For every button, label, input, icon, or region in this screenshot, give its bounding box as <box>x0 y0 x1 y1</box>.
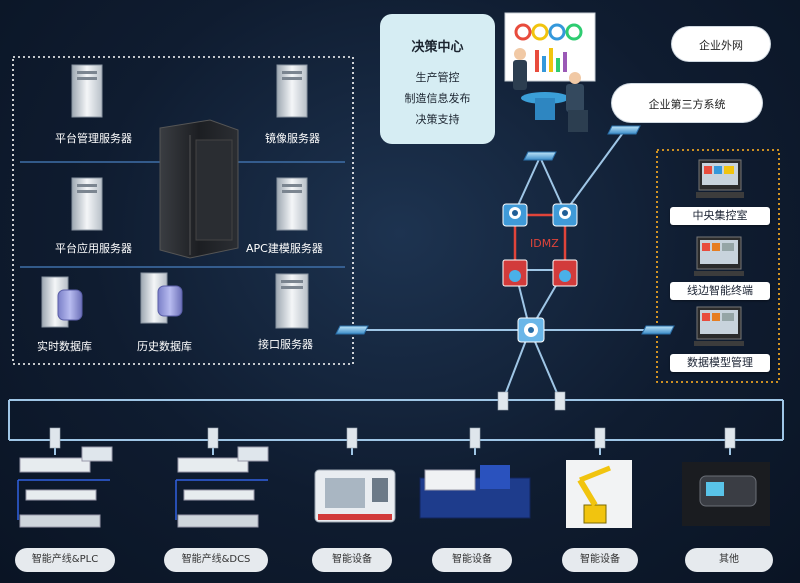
network-links <box>8 129 784 455</box>
device-label-smart-2: 智能设备 <box>432 548 512 572</box>
third-party-label: 企业第三方系统 <box>648 98 726 111</box>
server-icon <box>71 177 103 231</box>
plc-line-illustration <box>17 446 113 528</box>
dcs-line-illustration <box>175 446 269 528</box>
other-device-illustration <box>682 462 770 526</box>
gateway-icons <box>49 391 736 449</box>
third-party-cloud: 企业第三方系统 <box>612 84 762 122</box>
injection-machine-illustration <box>419 465 531 519</box>
server-label: 实时数据库 <box>37 340 92 353</box>
server-label: APC建模服务器 <box>246 242 323 255</box>
data-model-label: 数据模型管理 <box>670 354 770 372</box>
meeting-illustration <box>504 12 596 132</box>
device-label-plc: 智能产线&PLC <box>15 548 115 572</box>
decision-center-line: 制造信息发布 <box>404 92 471 105</box>
external-network-label: 企业外网 <box>699 39 743 52</box>
line-terminal-label: 线边智能终端 <box>670 282 770 300</box>
switch-icon <box>641 325 675 335</box>
switch-icon <box>335 325 369 335</box>
decision-center-panel: 决策中心 生产管控 制造信息发布 决策支持 <box>380 14 495 144</box>
external-network-cloud: 企业外网 <box>672 27 770 61</box>
monitor-icon <box>694 236 744 276</box>
server-icon <box>276 177 308 231</box>
dmz-label: IDMZ <box>530 237 559 250</box>
router-icon <box>502 259 528 287</box>
firewall-icon <box>552 203 578 227</box>
firewall-icon <box>502 203 528 227</box>
decision-center-title: 决策中心 <box>411 40 464 55</box>
server-label: 接口服务器 <box>258 338 313 351</box>
cnc-machine-illustration <box>314 469 396 523</box>
device-label-other: 其他 <box>685 548 773 572</box>
decision-center-line: 决策支持 <box>415 113 460 126</box>
server-label: 镜像服务器 <box>265 132 320 145</box>
server-label: 平台应用服务器 <box>55 242 132 255</box>
server-icon <box>275 273 309 329</box>
database-server-icon <box>140 272 183 324</box>
device-label-dcs: 智能产线&DCS <box>164 548 268 572</box>
device-label-smart-3: 智能设备 <box>562 548 638 572</box>
switch-icon <box>523 151 557 161</box>
server-icon <box>276 64 308 118</box>
server-label: 平台管理服务器 <box>55 132 132 145</box>
control-room-frame <box>656 149 780 383</box>
core-switch-icon <box>517 317 545 343</box>
monitor-icon <box>694 306 744 346</box>
monitor-icon <box>696 159 744 198</box>
robot-arm-illustration <box>566 460 632 528</box>
server-icon <box>71 64 103 118</box>
rack-cabinet-icon <box>159 119 239 259</box>
server-area-frame <box>12 56 354 365</box>
router-icon <box>552 259 578 287</box>
central-control-room-label: 中央集控室 <box>670 207 770 225</box>
decision-center-line: 生产管控 <box>415 71 460 84</box>
switch-icon <box>607 125 641 135</box>
database-server-icon <box>41 276 83 328</box>
device-label-smart-1: 智能设备 <box>312 548 392 572</box>
server-label: 历史数据库 <box>137 340 192 353</box>
